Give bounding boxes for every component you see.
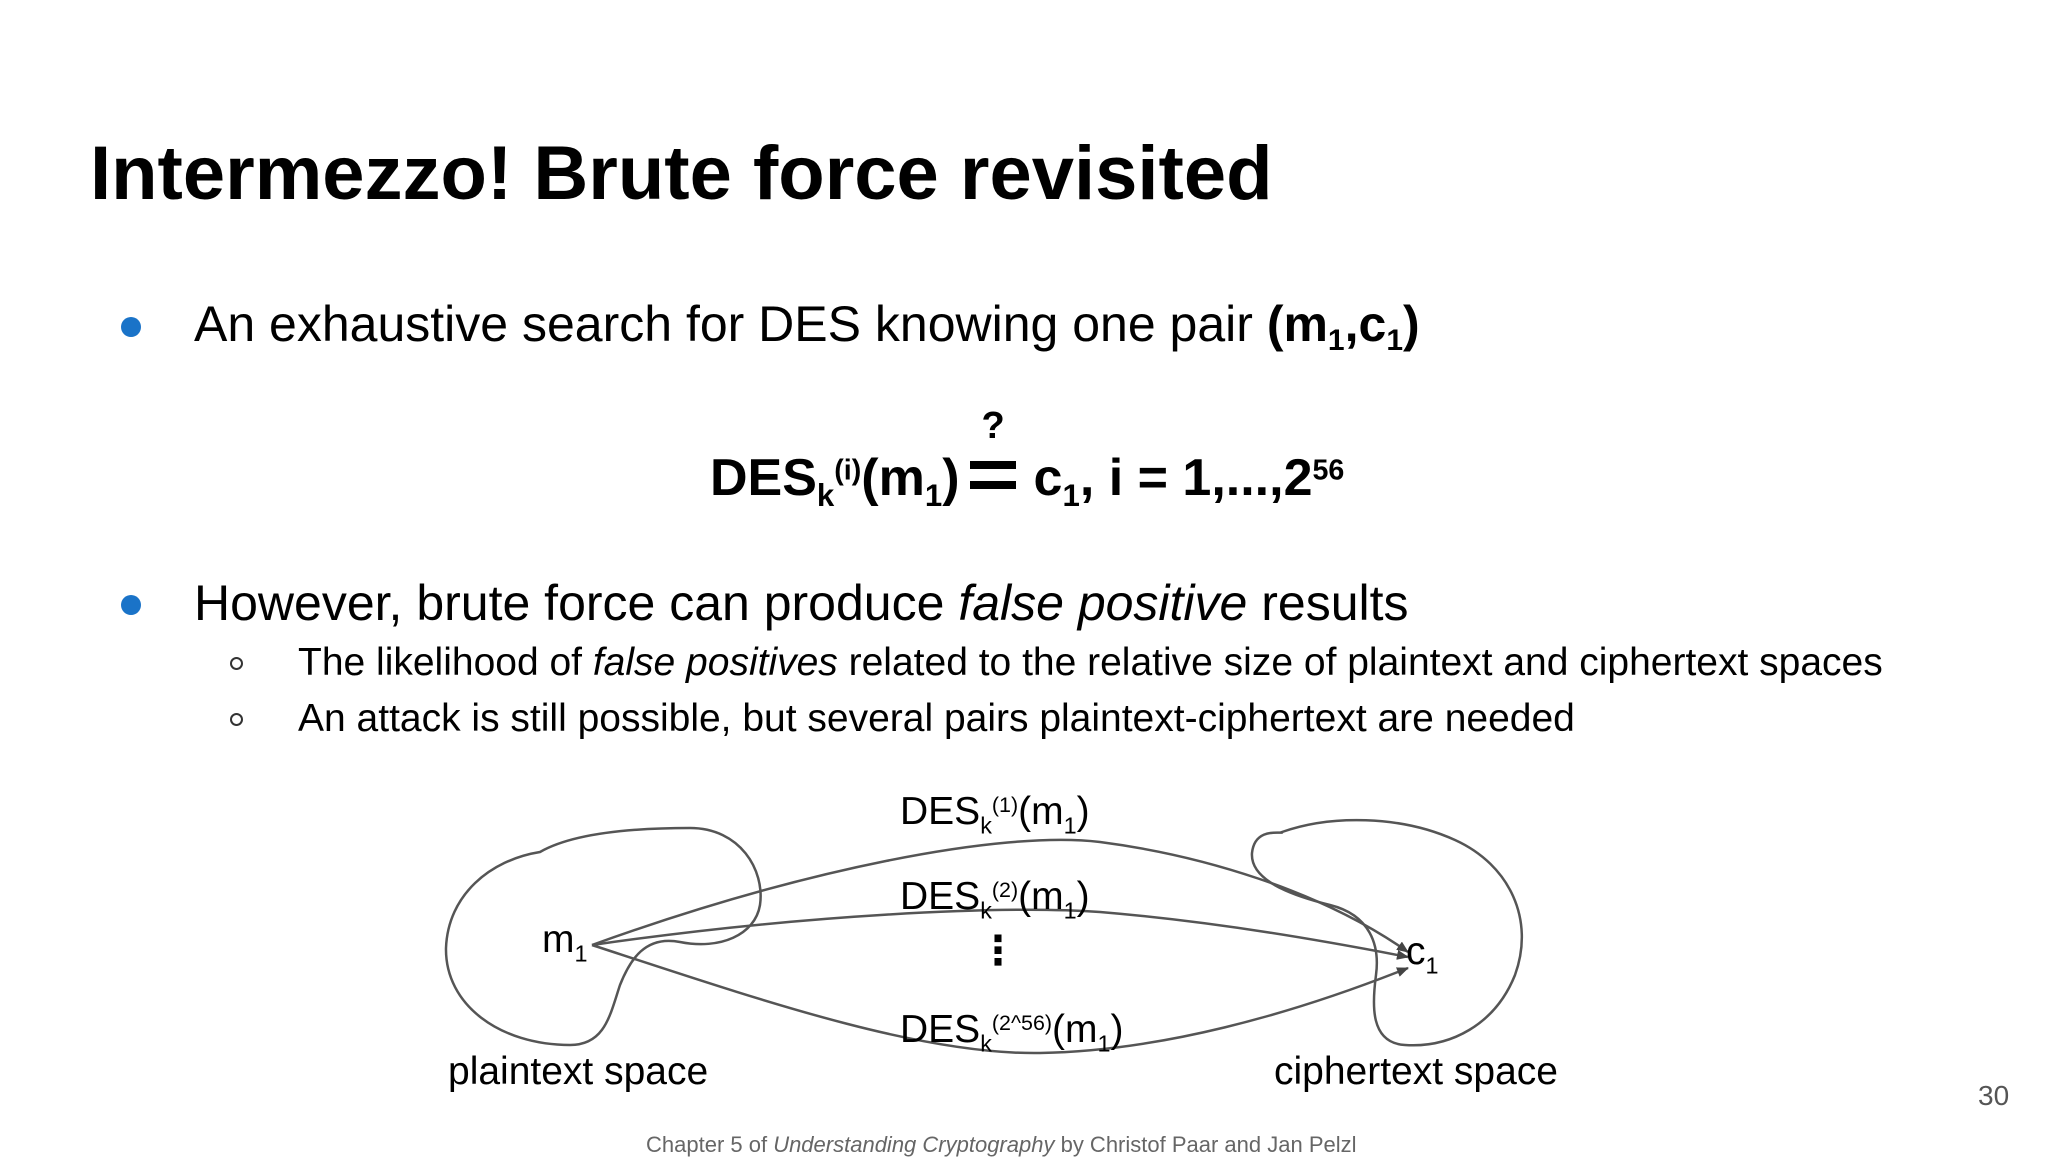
sub-bullet-circle-2	[230, 713, 243, 726]
pair-sub-1: 1	[1327, 324, 1345, 357]
label-3-close: )	[1110, 1008, 1124, 1051]
label-1-des: DES	[900, 790, 981, 833]
eq-tail: , i = 1,...,2	[1079, 449, 1313, 507]
label-2-close: )	[1076, 875, 1090, 918]
plaintext-space-blob	[444, 826, 762, 1047]
label-1-arg: (m	[1018, 790, 1064, 833]
bullet-1-lead: An exhaustive search for DES knowing one…	[194, 296, 1267, 352]
slide-title: Intermezzo! Brute force revisited	[90, 131, 1273, 216]
eq-k-sub: k	[816, 477, 835, 513]
page-number: 30	[1978, 1080, 2010, 1111]
bullet-1-text: An exhaustive search for DES knowing one…	[194, 295, 1420, 356]
label-2-des: DES	[900, 875, 981, 918]
ciphertext-c1-label: c1	[1406, 930, 1439, 977]
label-2-arg: (m	[1018, 875, 1064, 918]
eq-i-sup: (i)	[834, 454, 862, 487]
label-des-key-2: DESk(2)(m1)	[900, 875, 1090, 922]
arrow-key-2	[591, 908, 1409, 960]
eq-question-mark: ?	[981, 405, 1005, 447]
m-sub: 1	[574, 940, 588, 967]
footer-book-title: Understanding Cryptography	[773, 1132, 1055, 1157]
label-1-sup: (1)	[991, 793, 1019, 818]
ciphertext-space-label: ciphertext space	[1274, 1050, 1558, 1093]
bullet-2-text: However, brute force can produce false p…	[194, 574, 1409, 632]
m-label: m	[542, 918, 575, 961]
c-sub: 1	[1425, 952, 1439, 979]
sub-1-italic: false positives	[592, 641, 838, 684]
ciphertext-space-blob	[1250, 818, 1524, 1047]
label-3-sup: (2^56)	[991, 1011, 1053, 1036]
plaintext-space-label: plaintext space	[448, 1050, 709, 1093]
vertical-ellipsis: ⋮	[978, 929, 1018, 973]
bullet-2-italic: false positive	[958, 575, 1248, 631]
footer-credit: Chapter 5 of Understanding Cryptography …	[646, 1132, 1357, 1158]
brute-force-equation: DESk(i)(m1)?c1, i = 1,...,256	[710, 405, 1345, 511]
eq-bar-bottom	[969, 481, 1016, 489]
bullet-1-pair: (m1,c1)	[1266, 296, 1420, 356]
footer-after: by Christof Paar and Jan Pelzl	[1054, 1132, 1357, 1157]
bullet-2-after: results	[1247, 575, 1409, 631]
plaintext-m1-label: m1	[542, 918, 588, 965]
sub-1-before: The likelihood of	[298, 641, 593, 684]
sub-1-after: related to the relative size of plaintex…	[837, 641, 1883, 684]
label-3-arg: (m	[1052, 1008, 1098, 1051]
bullet-2-before: However, brute force can produce	[194, 575, 959, 631]
eq-arg-sub: 1	[924, 477, 943, 513]
label-3-sub: 1	[1097, 1030, 1111, 1057]
arrow-key-1	[591, 838, 1409, 954]
pair-comma: ,c	[1344, 296, 1387, 352]
label-3-des: DES	[900, 1008, 981, 1051]
eq-c: c	[1033, 449, 1063, 507]
label-1-sub: 1	[1063, 812, 1077, 839]
label-2-sup: (2)	[991, 878, 1019, 903]
label-2-sub: 1	[1063, 897, 1077, 924]
eq-des: DES	[710, 449, 817, 507]
eq-bar-top	[969, 461, 1016, 469]
bullet-dot-1	[121, 317, 141, 337]
label-1-close: )	[1076, 790, 1090, 833]
label-2-k: k	[980, 897, 992, 924]
eq-arg-close: )	[942, 449, 960, 507]
label-des-key-2-56: DESk(2^56)(m1)	[900, 1008, 1124, 1055]
c-label: c	[1406, 930, 1426, 973]
label-3-k: k	[980, 1030, 992, 1057]
eq-arg-open: (m	[861, 449, 925, 507]
bullet-dot-2	[121, 595, 141, 615]
eq-c-sub: 1	[1062, 477, 1080, 513]
sub-bullet-1-text: The likelihood of false positives relate…	[298, 641, 1883, 685]
footer-before: Chapter 5 of	[646, 1132, 774, 1157]
eq-exponent: 56	[1312, 454, 1345, 487]
sub-bullet-circle-1	[230, 657, 243, 670]
sub-bullet-2-text: An attack is still possible, but several…	[298, 697, 1575, 740]
pair-sub-2: 1	[1386, 324, 1403, 357]
pair-close: )	[1403, 296, 1420, 352]
label-des-key-1: DESk(1)(m1)	[900, 790, 1090, 837]
arrow-key-2-56	[591, 943, 1409, 1055]
question-equals-symbol: ?	[968, 405, 1026, 497]
label-1-k: k	[980, 812, 992, 839]
pair-open: (m	[1266, 296, 1328, 352]
